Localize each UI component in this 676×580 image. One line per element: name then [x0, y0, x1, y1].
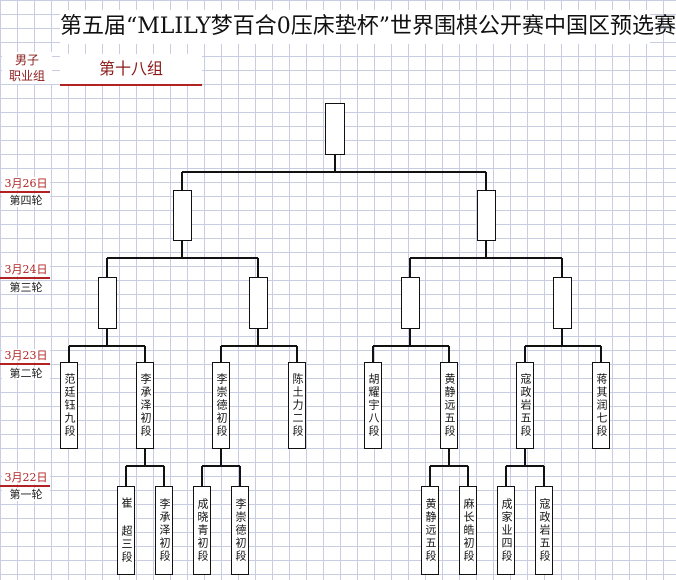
player-name: 崔 超三段 — [120, 497, 133, 564]
player-box: 陈土力二段 — [288, 362, 306, 449]
round1-divider — [0, 485, 50, 487]
player-name: 寇政岩五段 — [519, 373, 532, 438]
round4-name: 第四轮 — [2, 194, 50, 207]
player-box: 黄静远五段 — [440, 362, 458, 449]
round1-name: 第一轮 — [2, 488, 50, 501]
player-box: 成晓青初段 — [193, 486, 211, 575]
player-box: 范廷钰九段 — [60, 362, 78, 449]
player-box: 麻长皓初段 — [459, 486, 477, 575]
player-box: 崔 超三段 — [117, 486, 135, 575]
player-name: 黄静远五段 — [443, 373, 456, 438]
player-name: 范廷钰九段 — [63, 373, 76, 438]
quarter-result-box-4 — [553, 277, 572, 329]
category-line2: 职业组 — [8, 69, 45, 83]
player-box: 李崇德初段 — [212, 362, 230, 449]
category-line1: 男子 — [14, 53, 39, 67]
round2-date: 3月23日 — [2, 349, 50, 362]
round3-date: 3月24日 — [2, 263, 50, 276]
group-label: 第十八组 — [60, 54, 202, 86]
round1-date: 3月22日 — [2, 471, 50, 484]
player-box: 寇政岩五段 — [535, 486, 553, 575]
quarter-result-box-1 — [98, 277, 117, 329]
player-name: 陈土力二段 — [291, 373, 304, 438]
player-box: 李承泽初段 — [136, 362, 154, 449]
quarter-result-box-3 — [401, 277, 420, 329]
player-name: 李承泽初段 — [158, 498, 171, 563]
final-result-box — [325, 103, 345, 155]
player-name: 黄静远五段 — [424, 498, 437, 563]
round2-name: 第二轮 — [2, 367, 50, 380]
player-box: 寇政岩五段 — [516, 362, 534, 449]
round3-divider — [0, 277, 50, 279]
round2-divider — [0, 363, 50, 365]
round3-name: 第三轮 — [2, 281, 50, 294]
category-label: 男子 职业组 — [2, 52, 52, 84]
bracket-lines — [68, 155, 602, 486]
player-box: 成家业四段 — [497, 486, 515, 575]
player-name: 李崇德初段 — [215, 373, 228, 438]
player-box: 黄静远五段 — [421, 486, 439, 575]
player-name: 胡耀宇八段 — [367, 373, 380, 438]
quarter-result-box-2 — [249, 277, 268, 329]
player-box: 胡耀宇八段 — [364, 362, 382, 449]
semi-result-box-right — [477, 190, 496, 241]
player-name: 李崇德初段 — [234, 498, 247, 563]
round4-date: 3月26日 — [2, 177, 50, 190]
player-box: 李承泽初段 — [155, 486, 173, 575]
round4-divider — [0, 191, 50, 193]
player-name: 李承泽初段 — [139, 373, 152, 438]
player-box: 蒋其润七段 — [592, 362, 610, 449]
player-name: 麻长皓初段 — [462, 498, 475, 563]
page-title: 第五届“MLILY梦百合0压床垫杯”世界围棋公开赛中国区预选赛 — [60, 10, 676, 44]
player-name: 成晓青初段 — [196, 498, 209, 563]
player-name: 蒋其润七段 — [595, 373, 608, 438]
player-box: 李崇德初段 — [231, 486, 249, 575]
player-name: 寇政岩五段 — [538, 498, 551, 563]
semi-result-box-left — [173, 190, 192, 241]
player-name: 成家业四段 — [500, 498, 513, 563]
